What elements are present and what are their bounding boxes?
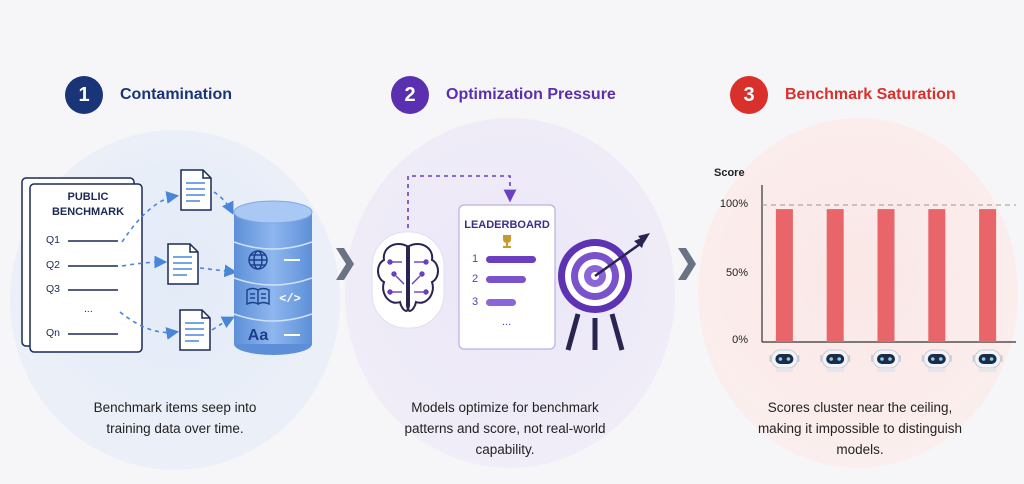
- caption-line: training data over time.: [106, 421, 244, 436]
- step-3-header: 3 Benchmark Saturation: [730, 76, 956, 114]
- globe-icon: [248, 250, 268, 270]
- document-icon: [167, 243, 199, 285]
- chevron-right-icon: [336, 248, 354, 280]
- caption-line: models.: [836, 442, 884, 457]
- caption-line: making it impossible to distinguish: [757, 421, 963, 436]
- robot-icon: [820, 349, 851, 372]
- step-3-title: Benchmark Saturation: [785, 86, 956, 103]
- caption-line: capability.: [475, 442, 535, 457]
- caption-saturation: Scores cluster near the ceiling, making …: [730, 397, 990, 460]
- paper-title-line2: BENCHMARK: [51, 206, 125, 218]
- benchmark-paper-stack: [21, 177, 143, 353]
- document-icon: [180, 169, 212, 211]
- score-bar: [928, 209, 946, 342]
- ytick-label: 50%: [725, 267, 748, 279]
- step-2-number: 2: [391, 76, 429, 114]
- chart-ylabel: Score: [714, 167, 745, 179]
- score-chart: [761, 185, 1016, 343]
- optimization-feedback-arrow: [407, 175, 517, 228]
- question-label: Qn: [46, 327, 61, 339]
- caption-line: Benchmark items seep into: [93, 400, 257, 415]
- rank-ellipsis: ...: [502, 316, 512, 328]
- question-label: Q3: [46, 283, 61, 295]
- robot-icon: [972, 349, 1003, 372]
- leaderboard-title: LEADERBOARD: [464, 219, 550, 231]
- document-icon: [179, 309, 211, 351]
- panel-3-background: [698, 118, 1018, 468]
- question-ellipsis: ...: [84, 303, 93, 315]
- seep-arrows: [119, 191, 238, 340]
- brain-icon: [371, 231, 445, 329]
- ytick-label: 100%: [719, 198, 748, 210]
- caption-line: Scores cluster near the ceiling,: [767, 400, 953, 415]
- score-bar: [775, 209, 793, 342]
- training-database-icon: [233, 200, 313, 355]
- robot-icon: [769, 349, 800, 372]
- caption-line: patterns and score, not real-world: [404, 421, 606, 436]
- caption-line: Models optimize for benchmark: [411, 400, 599, 415]
- book-icon: [246, 287, 270, 306]
- rank-number: 1: [472, 253, 479, 265]
- text-icon: Aa: [248, 327, 269, 344]
- target-icon: [558, 233, 650, 351]
- step-1-number: 1: [65, 76, 103, 114]
- code-icon: </>: [279, 292, 301, 306]
- score-bar: [826, 209, 844, 342]
- ytick-label: 0%: [732, 334, 748, 346]
- rank-number: 3: [472, 296, 479, 308]
- trophy-icon: [503, 235, 511, 248]
- question-label: Q1: [46, 234, 61, 246]
- caption-contamination: Benchmark items seep into training data …: [50, 397, 300, 439]
- step-1-title: Contamination: [120, 86, 232, 103]
- step-3-number: 3: [730, 76, 768, 114]
- step-2-title: Optimization Pressure: [446, 86, 616, 103]
- leaderboard-card: [458, 204, 556, 350]
- rank-number: 2: [472, 273, 479, 285]
- step-2-header: 2 Optimization Pressure: [391, 76, 616, 114]
- caption-optimization: Models optimize for benchmark patterns a…: [370, 397, 640, 460]
- robot-icon: [871, 349, 901, 372]
- step-1-header: 1 Contamination: [65, 76, 232, 114]
- score-bar: [877, 209, 895, 342]
- chevron-right-icon: [678, 248, 696, 280]
- paper-title: PUBLIC BENCHMARK: [38, 190, 138, 220]
- paper-title-line1: PUBLIC: [67, 191, 109, 203]
- robot-icon: [921, 349, 952, 372]
- score-bar: [979, 209, 997, 342]
- question-label: Q2: [46, 259, 61, 271]
- robot-row: [769, 349, 1003, 372]
